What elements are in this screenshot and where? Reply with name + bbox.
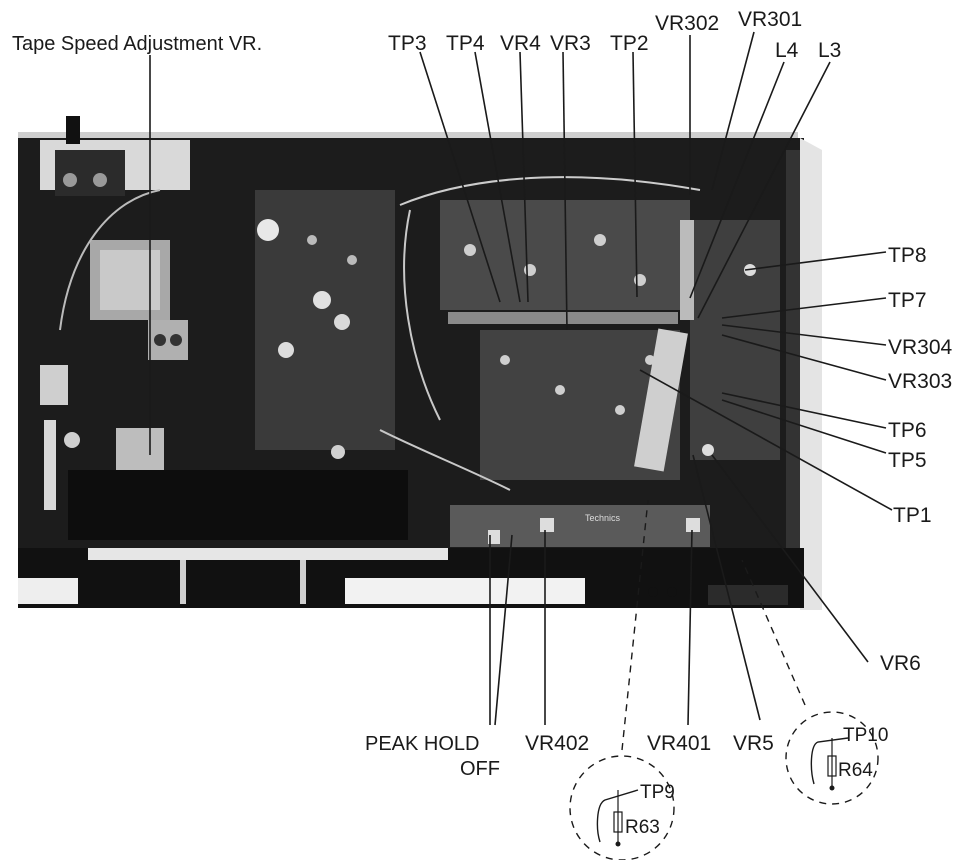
label-vr6: VR6 [880, 652, 921, 675]
labels: Tape Speed Adjustment VR. TP3 TP4 VR4 VR… [12, 8, 953, 838]
label-vr304: VR304 [888, 336, 953, 359]
label-vr301: VR301 [738, 8, 802, 31]
leader-lines [149, 31, 893, 751]
label-peak-hold: PEAK HOLD [365, 733, 479, 755]
label-vr401: VR401 [647, 732, 711, 755]
label-l3: L3 [818, 39, 841, 62]
label-tp1: TP1 [893, 504, 932, 527]
label-r63: R63 [625, 817, 660, 838]
label-tp5: TP5 [888, 449, 927, 472]
label-tp7: TP7 [888, 289, 927, 312]
label-tp10: TP10 [843, 725, 888, 746]
detail-circle-tp9 [569, 755, 675, 860]
label-vr402: VR402 [525, 732, 589, 755]
label-l4: L4 [775, 39, 799, 62]
label-tape-speed-adjustment-vr: Tape Speed Adjustment VR. [12, 33, 262, 55]
label-vr5: VR5 [733, 732, 774, 755]
label-tp2: TP2 [610, 32, 649, 55]
technics-logo: Technics [585, 513, 621, 523]
label-vr302: VR302 [655, 12, 719, 35]
chassis-photo: Technics [18, 116, 822, 610]
label-r64: R64 [838, 760, 873, 781]
label-vr3: VR3 [550, 32, 591, 55]
label-tp4: TP4 [446, 32, 485, 55]
detail-circle-tp10 [785, 711, 879, 805]
label-tp3: TP3 [388, 32, 427, 55]
label-tp8: TP8 [888, 244, 927, 267]
label-tp6: TP6 [888, 419, 927, 442]
label-vr303: VR303 [888, 370, 952, 393]
label-vr4: VR4 [500, 32, 541, 55]
label-tp9: TP9 [640, 782, 675, 803]
label-peak-hold-off: OFF [460, 758, 500, 780]
